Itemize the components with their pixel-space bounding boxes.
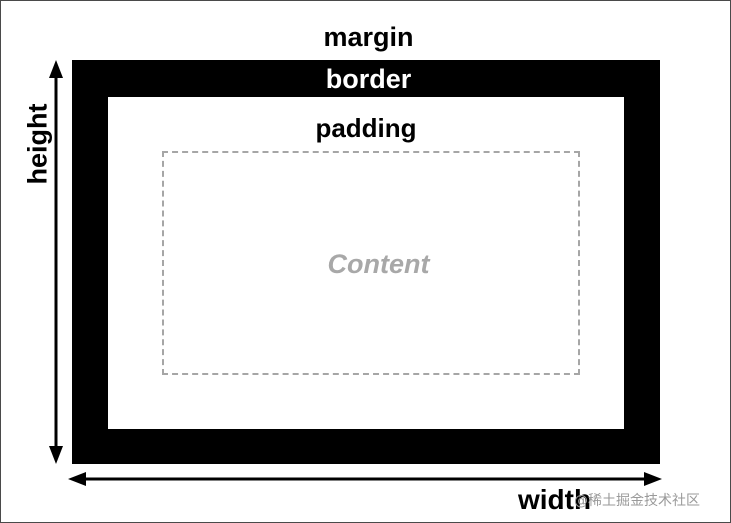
- border-label: border: [325, 64, 412, 94]
- content-label: Content: [327, 249, 430, 279]
- height-label: height: [22, 103, 53, 185]
- margin-label: margin: [323, 22, 414, 52]
- width-label: width: [518, 484, 592, 515]
- content-box: [162, 151, 580, 375]
- watermark-text: @稀土掘金技术社区: [574, 493, 700, 509]
- padding-label: padding: [315, 113, 417, 143]
